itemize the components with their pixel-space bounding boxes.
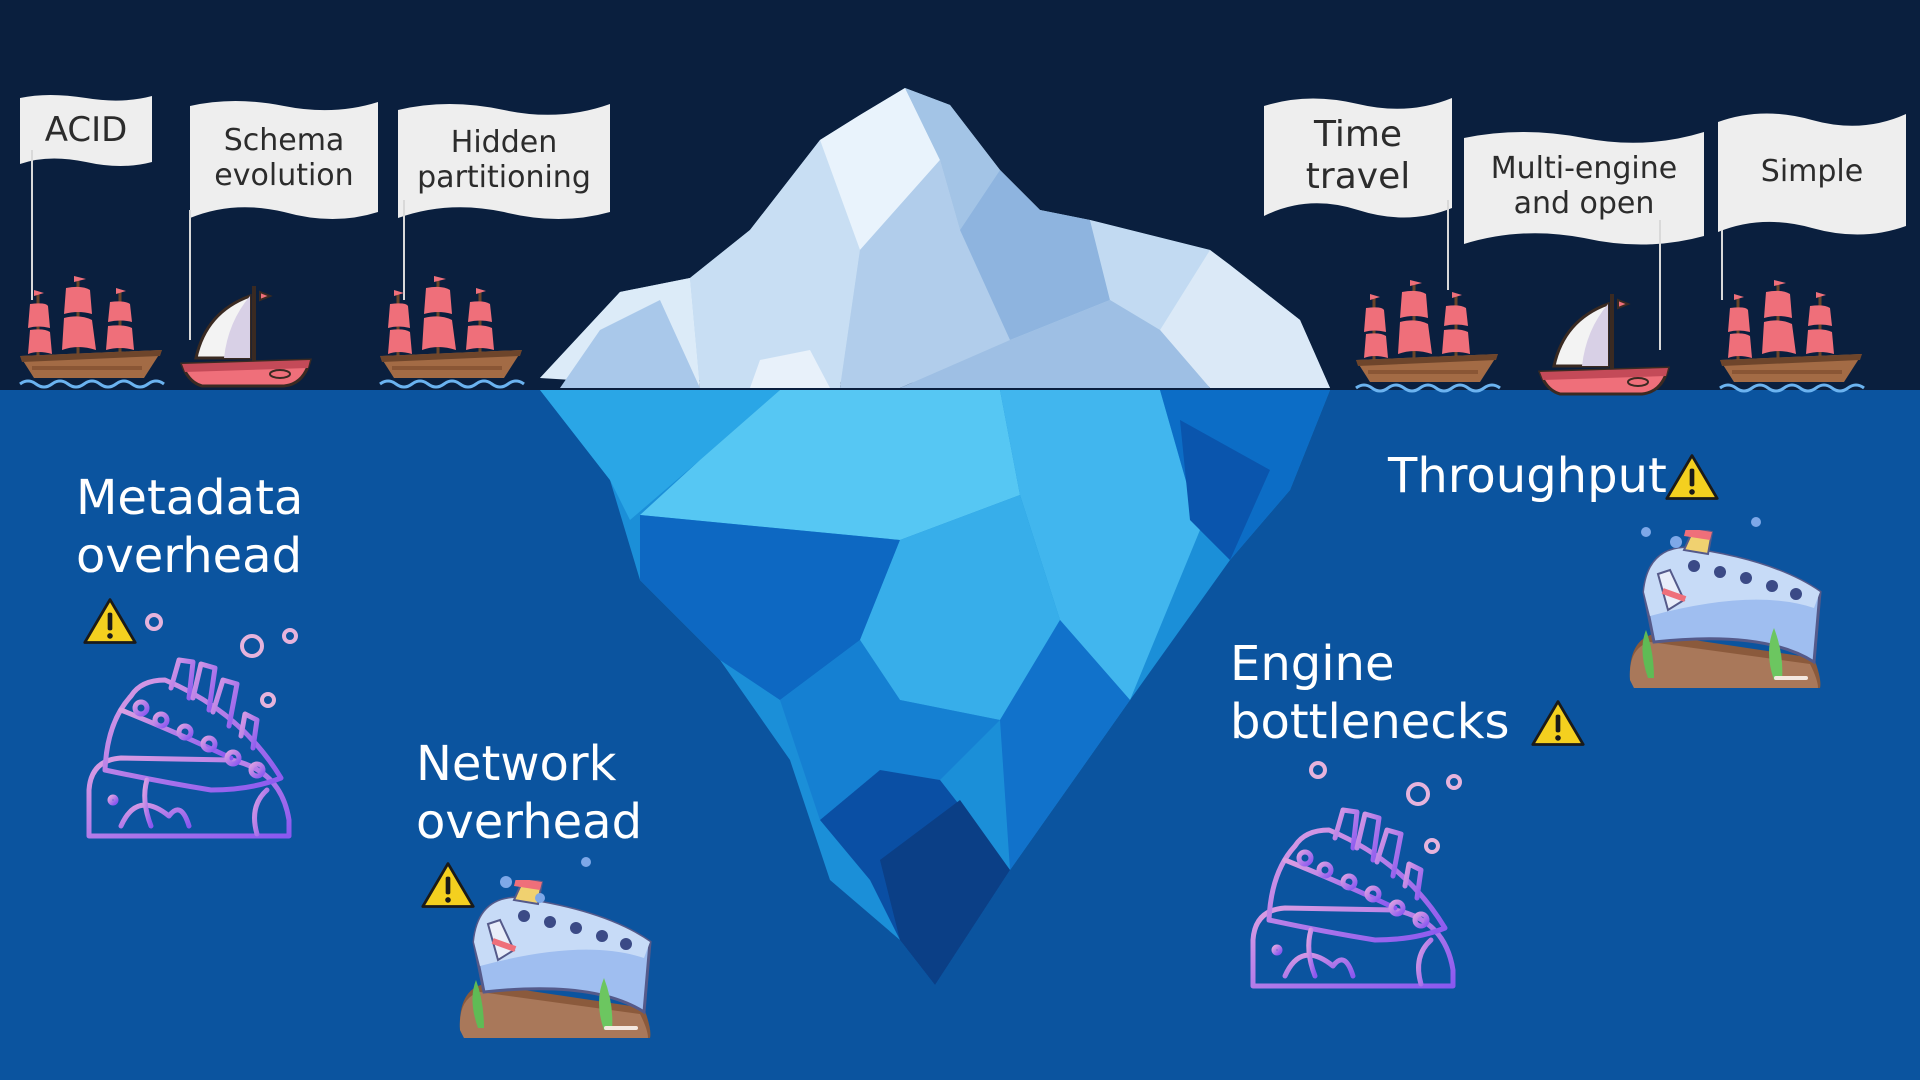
risk-line-2: overhead <box>416 793 643 850</box>
flag-line-1: Schema <box>223 122 345 158</box>
flag-acid: ACID <box>18 92 154 170</box>
flag-label: Multi-engine and open <box>1462 126 1706 246</box>
risk-line-1: Network <box>416 736 617 792</box>
ship-icon <box>18 274 166 389</box>
flag-simple: Simple <box>1716 106 1908 242</box>
flag-schema-evolution: Schema evolution <box>188 96 380 226</box>
flag-banner <box>1464 132 1704 245</box>
flag-line-2: travel <box>1305 156 1411 197</box>
flag-line-1: ACID <box>44 109 128 150</box>
warning-icon <box>1531 700 1585 746</box>
risk-network-overhead: Network overhead <box>416 736 642 851</box>
flag-label: ACID <box>18 92 154 168</box>
flag-hidden-partitioning: Hidden partitioning <box>396 98 612 226</box>
flag-line-1: Hidden <box>450 124 558 160</box>
risk-line-2: bottlenecks <box>1230 693 1510 750</box>
flag-poles <box>31 150 1723 350</box>
iceberg-tip <box>540 88 1330 388</box>
flag-banner <box>1264 98 1452 218</box>
risk-engine-bottlenecks: Engine bottlenecks <box>1230 636 1510 751</box>
sailboat-icon <box>180 284 312 388</box>
ship-icon <box>1354 278 1502 393</box>
flag-line-1: Multi-engine <box>1490 150 1678 186</box>
flag-line-1: Time <box>1313 113 1403 155</box>
risk-line-1: Engine <box>1230 636 1395 692</box>
flag-line-2: and open <box>1513 186 1655 221</box>
iceberg-submerged <box>540 390 1330 985</box>
bubbles-icon <box>1309 761 1462 854</box>
flag-line-2: partitioning <box>417 160 591 195</box>
sailboat-icon <box>1538 292 1670 396</box>
risk-line-1: Throughput <box>1388 448 1667 504</box>
flag-line-2: evolution <box>214 158 354 193</box>
warning-icon <box>83 598 137 644</box>
flag-banner <box>398 104 610 219</box>
bubbles-icon <box>1641 517 1761 548</box>
bubbles-icon <box>500 857 591 903</box>
risk-metadata-overhead: Metadata overhead <box>76 470 303 585</box>
flag-banner <box>20 95 152 166</box>
ship-icon <box>378 274 526 389</box>
ship-icon <box>1718 278 1866 393</box>
flag-label: Hidden partitioning <box>396 98 612 222</box>
flag-multi-engine: Multi-engine and open <box>1462 126 1706 252</box>
flag-banner <box>190 101 378 219</box>
risk-line-2: overhead <box>76 527 303 584</box>
flag-banner <box>1718 113 1906 235</box>
flag-time-travel: Time travel <box>1262 92 1454 226</box>
flag-label: Schema evolution <box>188 96 380 220</box>
flag-line-1: Simple <box>1760 154 1864 190</box>
flag-label: Time travel <box>1262 92 1454 220</box>
risk-line-1: Metadata <box>76 470 304 526</box>
warning-icon <box>1665 454 1719 500</box>
flag-label: Simple <box>1716 106 1908 238</box>
risk-throughput: Throughput <box>1388 448 1667 506</box>
bubbles-icon <box>145 613 298 708</box>
